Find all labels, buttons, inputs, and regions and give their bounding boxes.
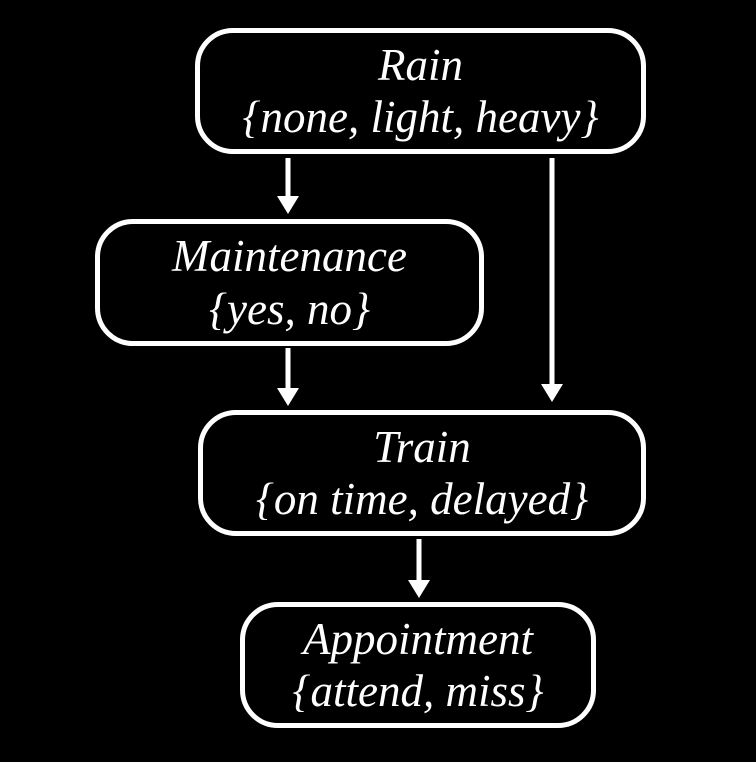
node-train-values: {on time, delayed} bbox=[255, 474, 589, 524]
node-maintenance-label: Maintenance bbox=[172, 231, 407, 282]
node-train-label: Train bbox=[373, 421, 471, 472]
node-appointment: Appointment {attend, miss} bbox=[240, 602, 596, 728]
node-maintenance: Maintenance {yes, no} bbox=[95, 219, 484, 346]
edge-train-to-appointment-arrow bbox=[408, 539, 430, 598]
node-appointment-values: {attend, miss} bbox=[292, 666, 544, 716]
edge-rain-to-maintenance-arrow bbox=[277, 158, 299, 214]
node-train: Train {on time, delayed} bbox=[198, 410, 646, 536]
node-rain-values: {none, light, heavy} bbox=[242, 92, 599, 142]
node-maintenance-values: {yes, no} bbox=[209, 283, 370, 334]
node-appointment-label: Appointment bbox=[303, 613, 533, 664]
edge-maintenance-to-train-arrow bbox=[277, 348, 299, 406]
edge-rain-to-train-arrow bbox=[541, 158, 563, 402]
node-rain-label: Rain bbox=[378, 39, 463, 90]
node-rain: Rain {none, light, heavy} bbox=[195, 28, 646, 154]
